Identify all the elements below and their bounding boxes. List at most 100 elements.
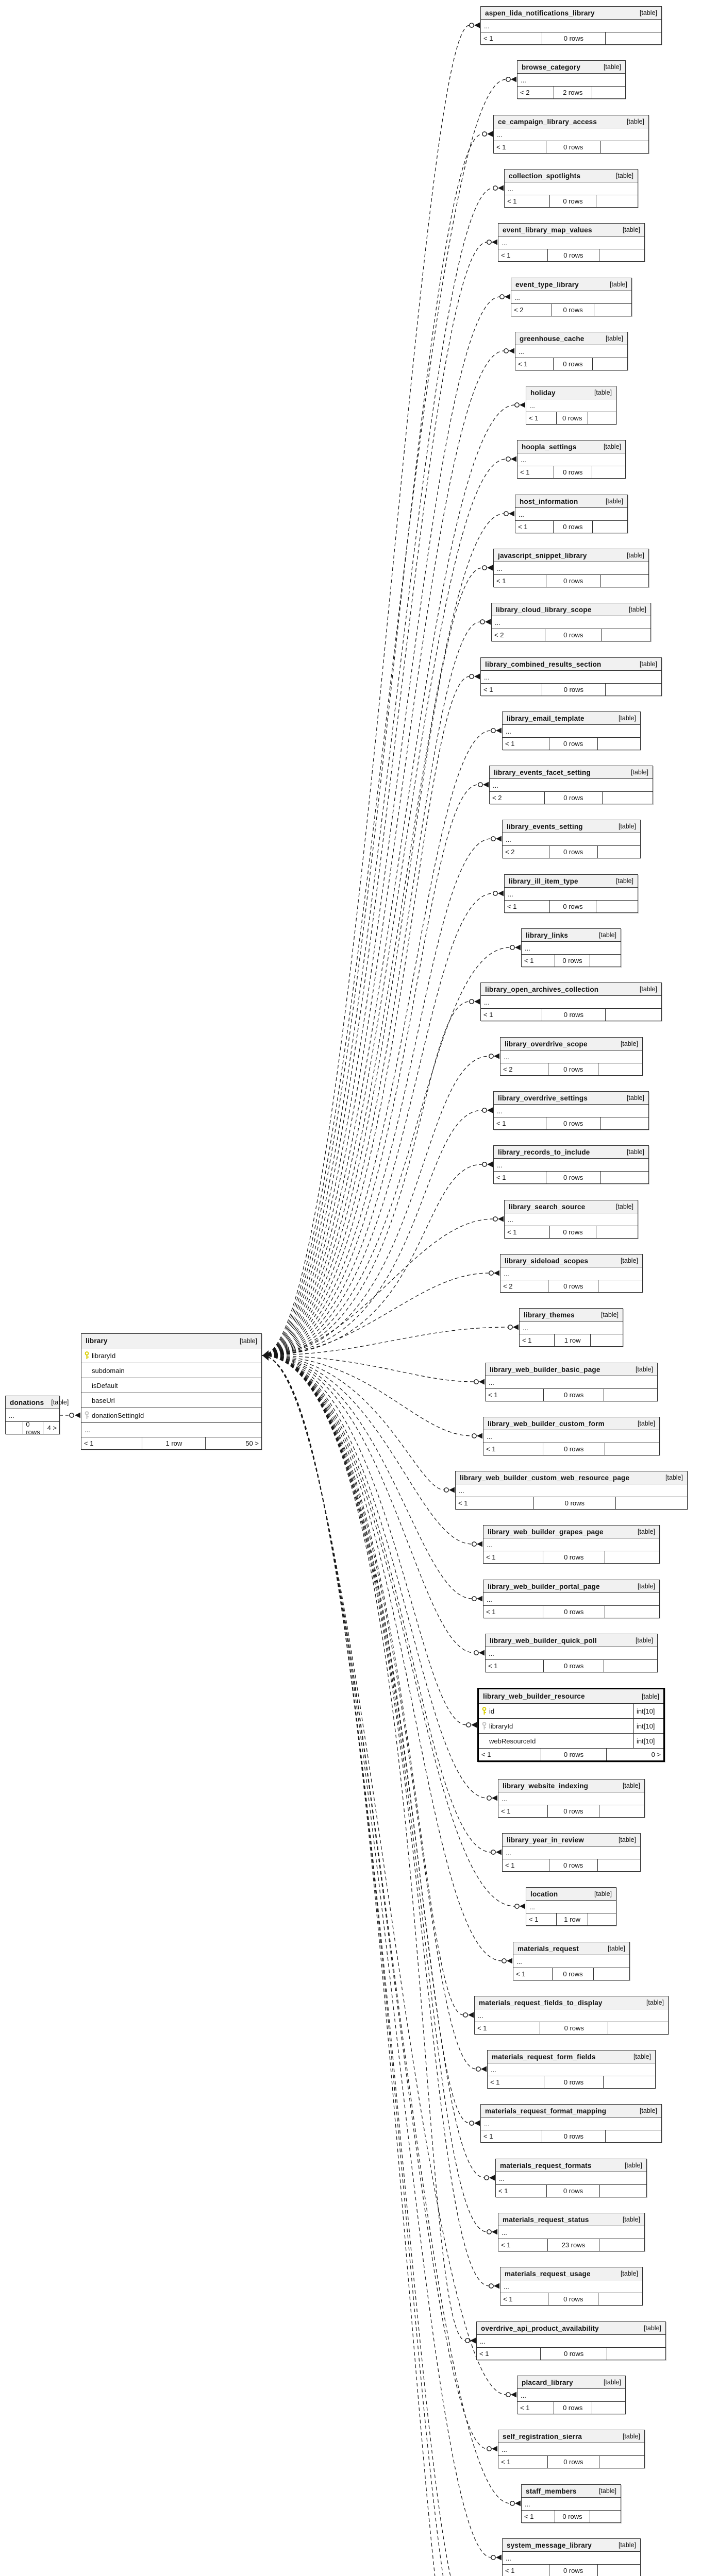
columns-ellipsis: ... xyxy=(522,2498,621,2511)
columns-ellipsis: ... xyxy=(520,1321,623,1334)
columns-ellipsis: ... xyxy=(526,1901,616,1913)
table-library_web_builder_portal_page[interactable]: library_web_builder_portal_page[table]..… xyxy=(483,1580,660,1618)
parents-count: < 1 xyxy=(483,35,493,42)
relationship-line xyxy=(261,1355,475,1653)
table-materials_request_fields_to_display[interactable]: materials_request_fields_to_display[tabl… xyxy=(474,1996,669,2035)
children-count xyxy=(607,2348,665,2360)
parents-count: < 2 xyxy=(494,631,504,639)
table-header: staff_members[table] xyxy=(522,2485,621,2498)
table-library_combined_results_section[interactable]: library_combined_results_section[table].… xyxy=(480,657,662,696)
columns-ellipsis: ... xyxy=(500,2280,642,2293)
table-type-label: [table] xyxy=(635,1637,653,1644)
table-library_web_builder_basic_page[interactable]: library_web_builder_basic_page[table]...… xyxy=(485,1363,658,1401)
children-count xyxy=(591,1334,623,1346)
table-type-label: [table] xyxy=(618,1836,636,1843)
table-type-label: [table] xyxy=(628,606,646,613)
row-count: 0 rows xyxy=(544,2076,604,2088)
table-name: self_registration_sierra xyxy=(503,2432,582,2441)
table-library_open_archives_collection[interactable]: library_open_archives_collection[table].… xyxy=(480,982,662,1021)
table-type-label: [table] xyxy=(626,1148,644,1156)
fk-circle xyxy=(476,2066,481,2072)
children-count xyxy=(599,249,644,261)
columns-ellipsis: ... xyxy=(515,508,627,521)
fk-circle xyxy=(480,619,485,624)
relationship-line xyxy=(261,1355,507,2395)
table-name: library_events_facet_setting xyxy=(494,768,591,776)
fk-circle xyxy=(506,77,511,82)
table-library_events_facet_setting[interactable]: library_events_facet_setting[table]...< … xyxy=(489,766,653,804)
column-row: donationSettingId xyxy=(81,1408,261,1423)
children-count xyxy=(588,1913,616,1925)
row-count: 0 rows xyxy=(548,1859,598,1871)
table-library_web_builder_grapes_page[interactable]: library_web_builder_grapes_page[table]..… xyxy=(483,1525,660,1564)
table-type-label: [table] xyxy=(615,172,633,179)
relationship-line xyxy=(261,1355,492,1853)
table-type-label: [table] xyxy=(607,1945,625,1952)
table-library_web_builder_custom_form[interactable]: library_web_builder_custom_form[table]..… xyxy=(483,1417,660,1455)
children-count xyxy=(605,1606,659,1618)
table-library_web_builder_quick_poll[interactable]: library_web_builder_quick_poll[table]...… xyxy=(485,1634,658,1672)
relationship-line xyxy=(261,784,479,1356)
columns-ellipsis: ... xyxy=(477,2335,665,2348)
table-overdrive_api_product_availability[interactable]: overdrive_api_product_availability[table… xyxy=(476,2321,666,2360)
table-type-label: [table] xyxy=(637,1583,655,1590)
columns-ellipsis: ... xyxy=(492,616,650,629)
table-header: library_website_indexing[table] xyxy=(498,1780,644,1792)
table-name: library_themes xyxy=(524,1311,575,1319)
children-count xyxy=(592,466,625,478)
parents-count: < 1 xyxy=(520,468,530,476)
table-materials_request_form_fields[interactable]: materials_request_form_fields[table]...<… xyxy=(487,2050,656,2089)
fk-arrowhead xyxy=(492,239,497,245)
table-type-label: [table] xyxy=(594,389,612,396)
children-count xyxy=(594,304,631,316)
table-aspen_lida_notifications_library[interactable]: aspen_lida_notifications_library[table].… xyxy=(480,6,662,45)
parents-count: < 1 xyxy=(486,1608,496,1616)
fk-circle xyxy=(499,294,505,299)
relationship-line xyxy=(261,676,470,1356)
table-header: system_message_library[table] xyxy=(503,2539,640,2552)
table-header: library_events_facet_setting[table] xyxy=(490,766,653,779)
row-count: 0 rows xyxy=(548,738,598,750)
table-library_cloud_library_scope[interactable]: library_cloud_library_scope[table]...< 2… xyxy=(491,603,651,641)
table-library_web_builder_custom_web_resource_page[interactable]: library_web_builder_custom_web_resource_… xyxy=(455,1471,688,1510)
table-materials_request_format_mapping[interactable]: materials_request_format_mapping[table].… xyxy=(480,2104,662,2143)
relationship-line xyxy=(261,947,511,1356)
